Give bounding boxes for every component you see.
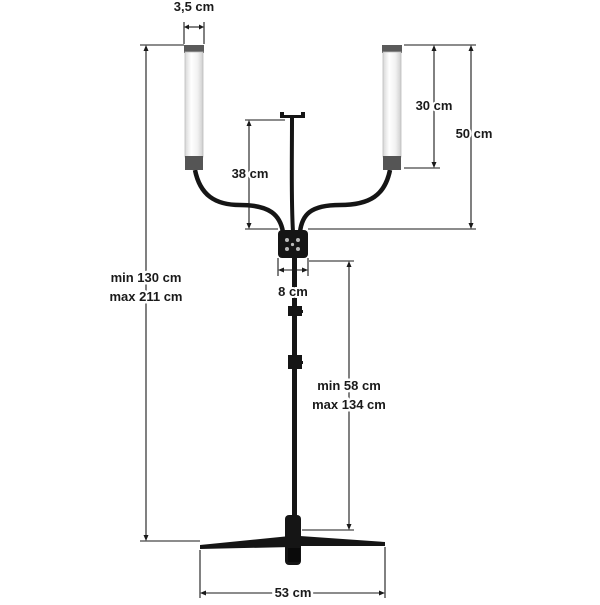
phone-holder-arm <box>289 117 295 233</box>
control-button-icon <box>290 242 295 247</box>
dim-holder-height-label: 38 cm <box>232 166 269 181</box>
left-gooseneck-arm <box>192 169 286 233</box>
dim-base-width <box>199 547 386 598</box>
dim-holder-height <box>245 119 285 230</box>
lamp-product <box>184 45 402 565</box>
dim-pole-height-min-label: min 58 cm <box>317 378 381 393</box>
dim-control-width <box>277 258 309 276</box>
dim-control-width-label: 8 cm <box>278 284 308 299</box>
dim-lamp-length <box>404 45 440 169</box>
right-lamp-tube <box>382 45 402 170</box>
control-button-icon <box>285 247 289 251</box>
dim-total-height-max-label: max 211 cm <box>109 289 182 304</box>
pole-clamp-upper <box>288 306 302 316</box>
main-pole <box>292 250 297 518</box>
control-button-icon <box>285 238 289 242</box>
control-box <box>278 230 308 258</box>
dim-pole-height <box>302 260 354 531</box>
dimension-lines: 3,5 cm 30 cm 50 cm 38 cm <box>107 0 494 603</box>
left-lamp-tube <box>184 45 204 170</box>
dim-lamp-height-label: 50 cm <box>456 126 493 141</box>
dim-lamp-width-label: 3,5 cm <box>174 0 214 14</box>
control-button-icon <box>296 247 300 251</box>
dim-lamp-height <box>308 45 476 230</box>
control-button-icon <box>296 238 300 242</box>
dim-lamp-width <box>183 22 205 44</box>
pole-clamp-lower <box>288 355 302 369</box>
dim-pole-height-max-label: max 134 cm <box>312 397 386 412</box>
dim-lamp-length-label: 30 cm <box>416 98 453 113</box>
dim-base-width-label: 53 cm <box>275 585 312 600</box>
right-gooseneck-arm <box>297 169 393 233</box>
tripod-base <box>200 515 385 565</box>
dim-total-height <box>140 45 200 542</box>
dim-total-height-min-label: min 130 cm <box>111 270 182 285</box>
phone-clip <box>280 112 305 118</box>
